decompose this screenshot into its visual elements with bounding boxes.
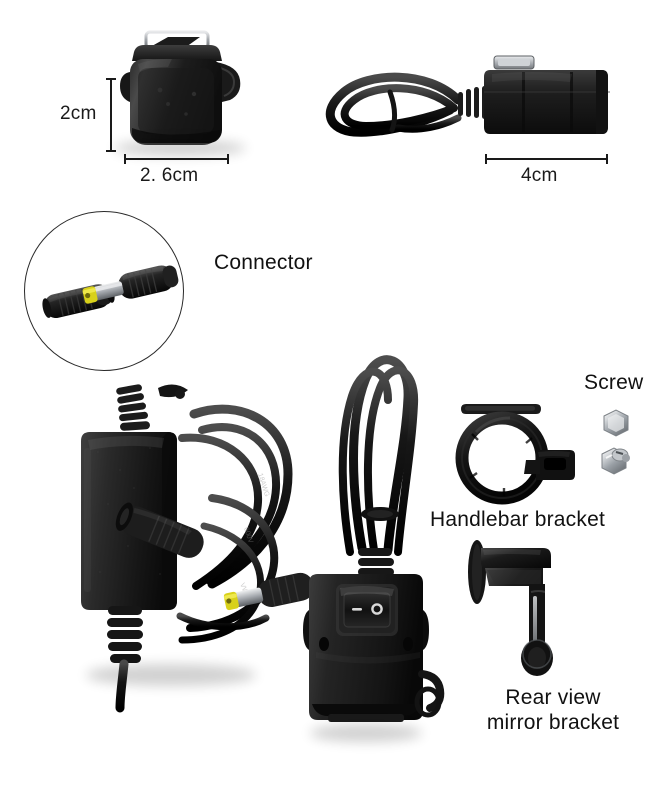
switch-module-photo [288, 352, 448, 742]
converter-and-harness-svg: 18AWG 600V VW-1 [81, 384, 314, 713]
width-dimension-rule [124, 154, 229, 164]
converter-box-photo: 18AWG 600V VW-1 [62, 378, 317, 713]
screw-pair-svg [601, 409, 630, 475]
svg-text:600V: 600V [242, 526, 254, 544]
rear-view-mirror-bracket-callout-line1: Rear view [505, 686, 601, 709]
screws-photo [586, 406, 650, 488]
handlebar-bracket-photo [452, 398, 584, 508]
rear-view-mirror-bracket-callout-line2: mirror bracket [486, 711, 620, 734]
connector-photo [38, 252, 180, 324]
dc-connector-pair-svg [42, 265, 179, 319]
top-left-module-photo [108, 28, 258, 156]
height-dimension-rule [106, 78, 116, 152]
top-right-cable-photo [308, 48, 610, 160]
screw-callout-label: Screw [584, 371, 644, 394]
handlebar-clamp-svg [455, 404, 575, 505]
connector-callout-label: Connector [214, 251, 313, 274]
width-dimension-label: 2. 6cm [140, 165, 199, 186]
length-dimension-label: 4cm [521, 165, 558, 186]
switch-module-front-svg [120, 30, 241, 145]
connector-callout-circle [24, 211, 184, 371]
mirror-bracket-svg [468, 540, 553, 676]
cable-and-module-side-svg [325, 55, 610, 137]
handlebar-bracket-callout-label: Handlebar bracket [430, 508, 605, 531]
switch-module-with-cable-svg [303, 355, 445, 722]
length-dimension-rule [485, 154, 608, 164]
height-dimension-label: 2cm [60, 103, 97, 124]
rear-view-mirror-bracket-photo [455, 534, 585, 694]
